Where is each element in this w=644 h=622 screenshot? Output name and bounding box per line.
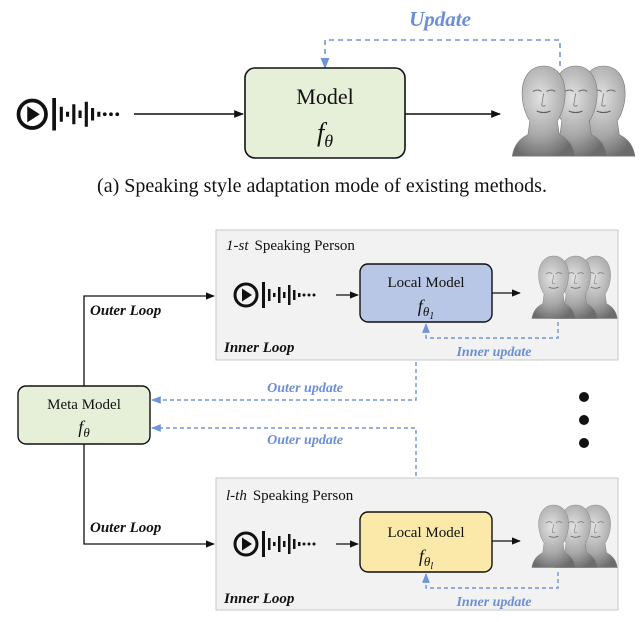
panel-1-inner-update-loop [422,322,559,339]
outer-loop-1-label: Outer Loop [90,303,162,319]
panel-2-inner-update-loop [422,572,559,589]
panel-2-face-meshes-icon [531,504,618,568]
face-meshes-icon [511,65,636,157]
model-symbol: fθ [317,118,333,151]
outer-update-1-label: Outer update [267,381,343,396]
outer-loop-arrow-1 [83,292,215,386]
panel-1-inner-loop-label: Inner Loop [223,340,295,356]
outer-loop-2-label: Outer Loop [90,520,162,536]
panel-1-inner-update-label: Inner update [455,345,531,360]
meta-model: Meta Model fθ [17,385,151,445]
audio-waveform-icon [16,96,121,133]
local-model-1-symbol: fθ1 [418,296,434,322]
outer-update-arrow-1 [151,362,417,404]
caption-a: (a) Speaking style adaptation mode of ex… [97,175,547,197]
model-label: Model [296,84,353,109]
panel-2-inner-update-label: Inner update [455,595,531,610]
outer-update-arrow-2 [151,424,417,476]
top-diagram: Update Model fθ (a) Speaking style adapt… [16,7,636,197]
outer-update-2-label: Outer update [267,433,343,448]
model-box [244,67,406,159]
outer-loop-arrow-2 [83,444,215,548]
meta-model-symbol: fθ [78,417,90,440]
local-model-2-box [359,511,493,573]
local-model-2-symbol: fθl [419,546,433,572]
panel-2-inner-loop-label: Inner Loop [223,591,295,607]
local-model-1-label: Local Model [387,275,464,291]
local-model-2-label: Local Model [387,525,464,541]
update-label: Update [409,7,471,31]
meta-model-label: Meta Model [47,397,121,413]
panel-1-face-meshes-icon [531,255,618,319]
update-dashed-loop [320,39,561,70]
vertical-ellipsis-icon [579,392,589,448]
